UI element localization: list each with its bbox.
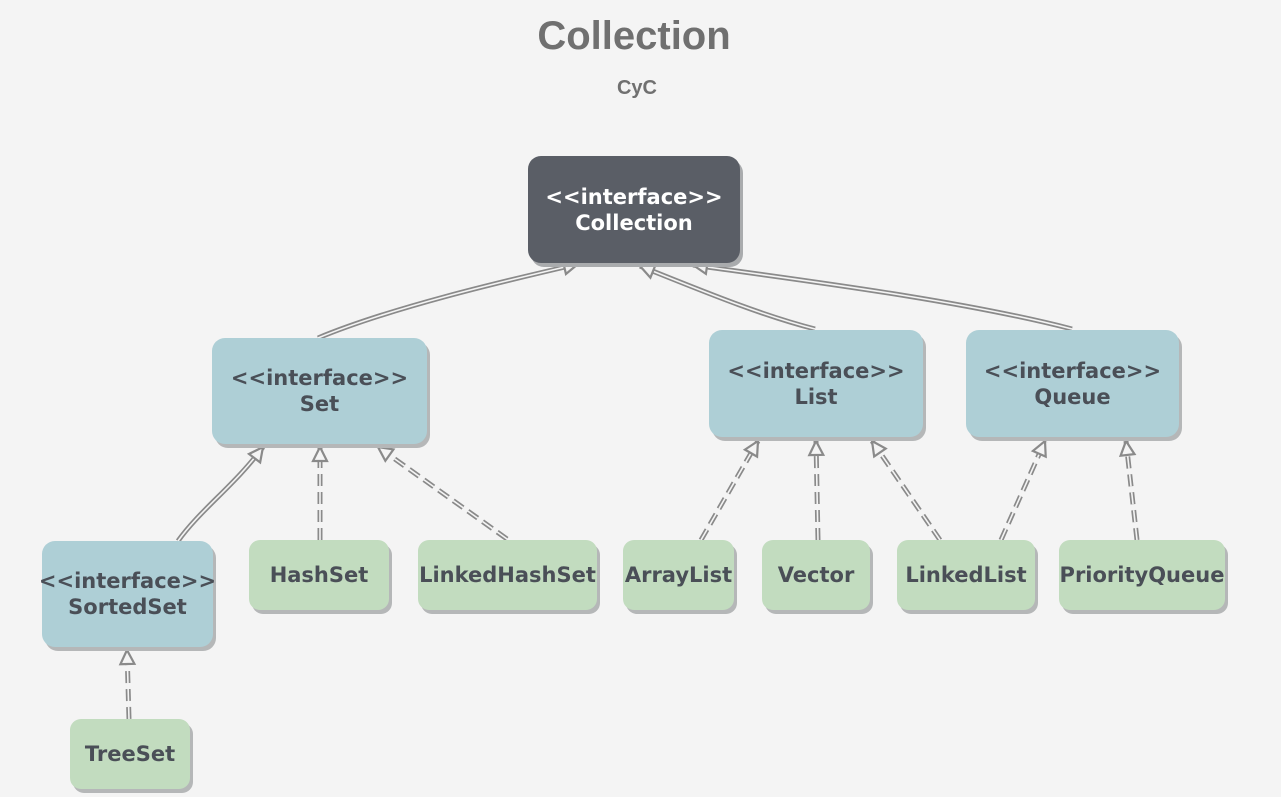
edge-arraylist-to-list xyxy=(698,439,761,542)
arrowhead-linkedlist-to-queue xyxy=(1030,438,1047,459)
node-list[interactable]: <<interface>> List xyxy=(709,330,923,437)
arrowhead-list-to-collection xyxy=(637,263,658,280)
arrowhead-arraylist-to-list xyxy=(742,438,760,459)
node-collection[interactable]: <<interface>> Collection xyxy=(528,156,740,263)
edge-linkedhashset-to-set xyxy=(376,444,509,542)
node-vector[interactable]: Vector xyxy=(762,540,870,610)
arrowhead-sortedset-to-set xyxy=(246,445,265,465)
stereotype-label: <<interface>> xyxy=(545,184,723,209)
node-name: List xyxy=(794,384,838,409)
stereotype-label: <<interface>> xyxy=(983,358,1162,383)
stereotype-label: <<interface>> xyxy=(727,358,905,383)
edge-linkedlist-to-queue xyxy=(998,439,1048,542)
edge-sortedset-to-set xyxy=(175,445,266,543)
node-name: Vector xyxy=(777,563,855,587)
node-name: LinkedHashSet xyxy=(419,563,596,587)
node-treeset[interactable]: TreeSet xyxy=(70,719,190,789)
node-linkedlist[interactable]: LinkedList xyxy=(897,540,1035,610)
edge-priorityqueue-to-queue xyxy=(1123,440,1140,541)
node-name: ArrayList xyxy=(624,563,733,587)
node-linkedhashset[interactable]: LinkedHashSet xyxy=(418,540,597,610)
stereotype-label: <<interface>> xyxy=(38,569,217,593)
edge-set-to-collection xyxy=(317,261,579,341)
arrowhead-hashset-to-set xyxy=(311,444,329,463)
arrowhead-linkedlist-to-list xyxy=(870,438,888,459)
node-name: PriorityQueue xyxy=(1059,563,1225,587)
arrowhead-vector-to-list xyxy=(807,438,826,457)
edge-vector-to-list xyxy=(813,440,821,541)
node-name: TreeSet xyxy=(84,742,176,766)
node-queue[interactable]: <<interface>> Queue xyxy=(966,330,1179,437)
diagram-title: Collection xyxy=(537,14,731,58)
stereotype-label: <<interface>> xyxy=(230,366,409,390)
arrowhead-priorityqueue-to-queue xyxy=(1118,438,1137,457)
edge-queue-to-collection xyxy=(692,262,1073,332)
edge-linkedlist-to-list xyxy=(869,439,943,542)
node-name: LinkedList xyxy=(905,563,1027,587)
diagram-subtitle: CyC xyxy=(616,77,657,99)
node-name: Queue xyxy=(1034,384,1111,409)
node-name: HashSet xyxy=(269,563,369,587)
arrowhead-linkedhashset-to-set xyxy=(375,445,396,463)
edge-list-to-collection xyxy=(639,263,816,332)
node-set[interactable]: <<interface>> Set xyxy=(212,338,427,444)
node-hashset[interactable]: HashSet xyxy=(249,540,389,610)
node-sortedset[interactable]: <<interface>> SortedSet xyxy=(38,541,217,647)
node-priorityqueue[interactable]: PriorityQueue xyxy=(1059,540,1225,610)
node-arraylist[interactable]: ArrayList xyxy=(623,540,734,610)
node-name: Collection xyxy=(575,210,693,235)
arrowhead-treeset-to-sortedset xyxy=(118,647,137,666)
node-name: Set xyxy=(299,392,340,416)
node-name: SortedSet xyxy=(68,595,187,619)
